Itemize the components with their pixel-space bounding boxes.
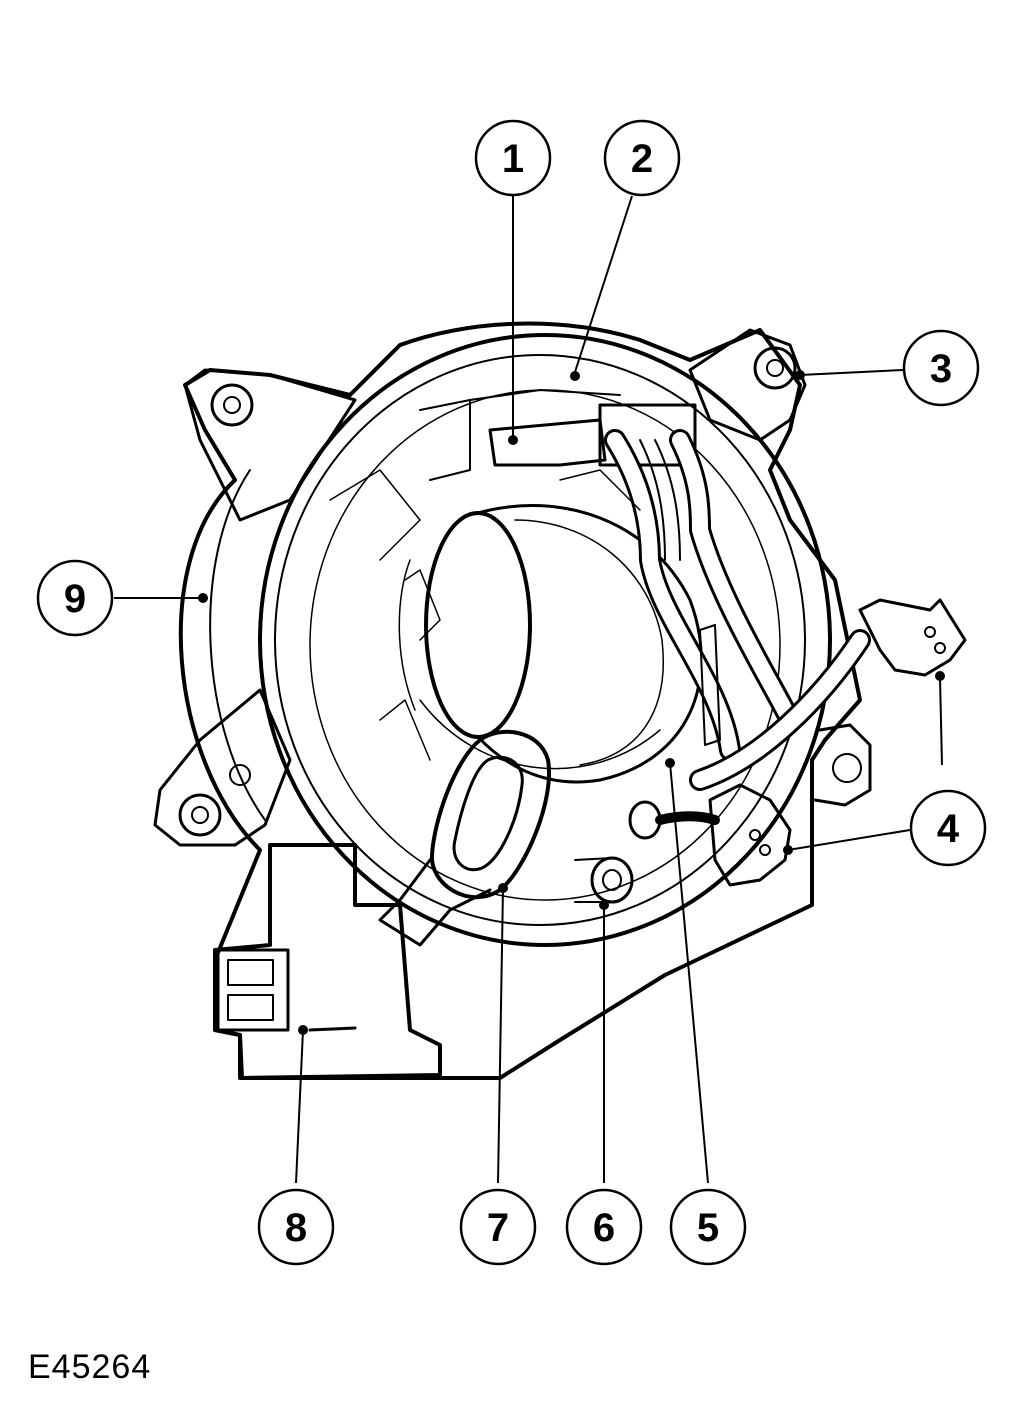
- hub-inner-surface: [476, 504, 703, 784]
- leader-lines: [114, 195, 943, 1184]
- pin-6-cap: [590, 856, 634, 904]
- connector-4-lower: [708, 783, 792, 887]
- svg-text:3: 3: [930, 347, 952, 391]
- leader-line-2: [574, 195, 633, 373]
- grommet-7-outer: [429, 729, 551, 900]
- leader-line-4b: [787, 829, 911, 851]
- svg-text:4: 4: [937, 807, 960, 851]
- leader-line-7: [497, 887, 504, 1184]
- leader-line-8: [295, 1029, 304, 1184]
- leader-line-3: [799, 369, 904, 376]
- callout-6: 6: [565, 1188, 643, 1266]
- callout-9: 9: [36, 559, 114, 637]
- svg-text:6: 6: [593, 1206, 615, 1250]
- callout-8: 8: [257, 1188, 335, 1266]
- svg-text:9: 9: [64, 577, 86, 621]
- callout-4b-label: 4: [0, 0, 1, 1]
- callout-7: 7: [459, 1188, 537, 1266]
- rear-housing: [178, 321, 862, 1080]
- connector-4-upper: [858, 598, 967, 677]
- top-connector-block: [488, 418, 607, 467]
- mounting-ear-right: [813, 723, 872, 807]
- callout-5: 5: [669, 1188, 747, 1266]
- svg-text:2: 2: [631, 137, 653, 181]
- svg-text:1: 1: [502, 137, 524, 181]
- callout-1: 1: [474, 119, 552, 197]
- leader-line-4a: [939, 677, 943, 766]
- callout-4a: 4: [909, 789, 987, 867]
- mounting-ear-top-right: [688, 328, 807, 442]
- rotor-outer-rim: [258, 333, 832, 947]
- clockspring-drawing: [153, 321, 967, 1080]
- leader-line-5: [669, 762, 709, 1184]
- mounting-ear-bottom-left: [153, 688, 292, 847]
- svg-text:8: 8: [285, 1206, 307, 1250]
- callout-3: 3: [902, 329, 980, 407]
- hub-bore: [424, 511, 532, 739]
- callout-2: 2: [603, 119, 681, 197]
- leader-dots: [198, 370, 945, 1035]
- mounting-ear-top-left: [183, 368, 357, 522]
- callouts: 1 2 3 4 5 6 7 8: [36, 119, 987, 1266]
- svg-text:5: 5: [697, 1206, 719, 1250]
- connector-8-housing: [213, 843, 442, 1080]
- svg-text:7: 7: [487, 1206, 509, 1250]
- figure-id: E45264: [28, 1348, 152, 1386]
